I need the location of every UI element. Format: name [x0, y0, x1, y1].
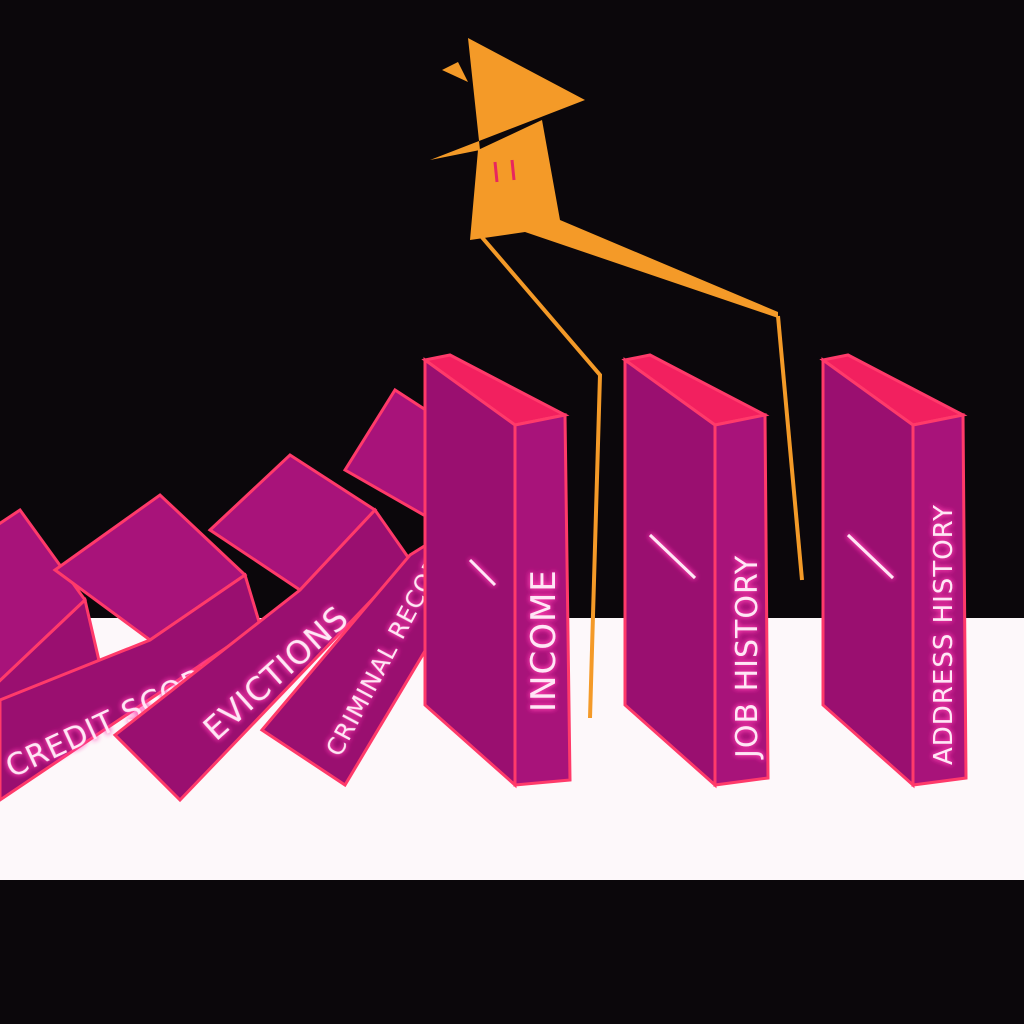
domino-label-job-history: JOB HISTORY: [730, 555, 765, 760]
figure-mark-1: [493, 161, 499, 183]
orange-figure: [430, 38, 804, 719]
figure-body: [470, 120, 778, 318]
domino-job-history: JOB HISTORY: [621, 353, 770, 789]
figure-leg-right: [776, 315, 804, 581]
domino-label-address-history: ADDRESS HISTORY: [929, 504, 959, 765]
figure-head: [430, 38, 585, 160]
figure-leg-left: [478, 233, 603, 719]
domino-label-income: INCOME: [524, 569, 564, 712]
figure-mark-2: [510, 159, 516, 181]
domino-income: INCOME: [421, 353, 572, 789]
figure-ear: [442, 62, 468, 82]
domino-address-history: ADDRESS HISTORY: [819, 353, 968, 789]
